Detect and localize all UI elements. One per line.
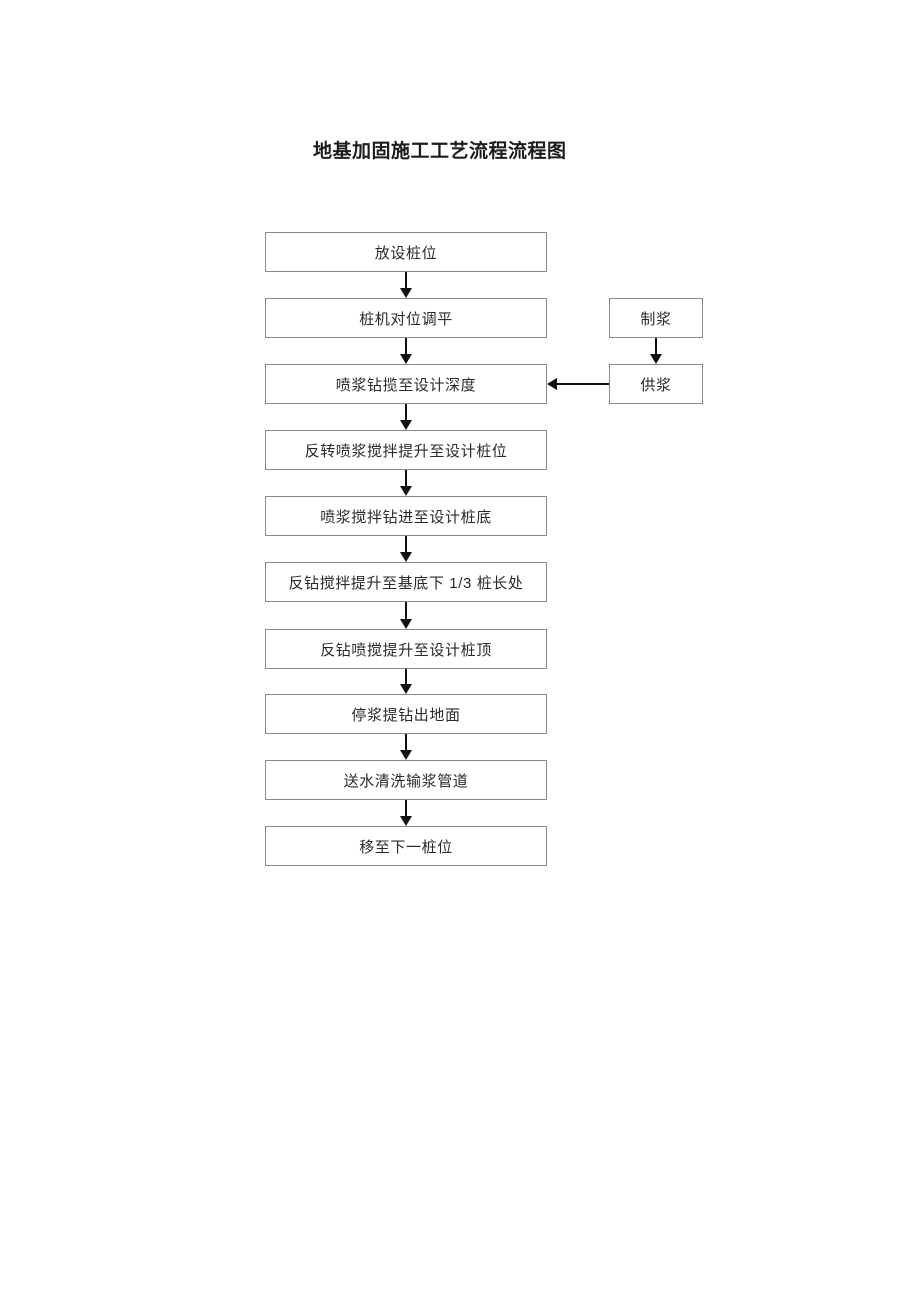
side-node-2[interactable]: 供浆 — [609, 364, 703, 404]
arrowhead-8-9-icon — [400, 750, 412, 760]
flow-node-6[interactable]: 反钻搅拌提升至基底下 1/3 桩长处 — [265, 562, 547, 602]
flow-node-8[interactable]: 停浆提钻出地面 — [265, 694, 547, 734]
arrowhead-9-10-icon — [400, 816, 412, 826]
flow-node-5[interactable]: 喷浆搅拌钻进至设计桩底 — [265, 496, 547, 536]
arrowhead-7-8-icon — [400, 684, 412, 694]
page-title: 地基加固施工工艺流程流程图 — [313, 141, 567, 162]
flow-node-1[interactable]: 放设桩位 — [265, 232, 547, 272]
arrowhead-4-5-icon — [400, 486, 412, 496]
connector-9-10 — [405, 800, 407, 818]
arrowhead-5-6-icon — [400, 552, 412, 562]
arrowhead-6-7-icon — [400, 619, 412, 629]
flow-node-9[interactable]: 送水清洗输浆管道 — [265, 760, 547, 800]
arrowhead-3-4-icon — [400, 420, 412, 430]
arrowhead-supply-to-node3-icon — [547, 378, 557, 390]
arrowhead-2-3-icon — [400, 354, 412, 364]
flow-node-3[interactable]: 喷浆钻揽至设计深度 — [265, 364, 547, 404]
flow-node-10[interactable]: 移至下一桩位 — [265, 826, 547, 866]
arrowhead-1-2-icon — [400, 288, 412, 298]
connector-side-1-2 — [655, 338, 657, 356]
connector-supply-to-node3 — [556, 383, 609, 385]
flow-node-4[interactable]: 反转喷浆搅拌提升至设计桩位 — [265, 430, 547, 470]
connector-5-6 — [405, 536, 407, 554]
side-node-1[interactable]: 制浆 — [609, 298, 703, 338]
connector-1-2 — [405, 272, 407, 290]
connector-3-4 — [405, 404, 407, 422]
connector-6-7 — [405, 602, 407, 621]
arrowhead-side-1-2-icon — [650, 354, 662, 364]
flow-node-2[interactable]: 桩机对位调平 — [265, 298, 547, 338]
connector-8-9 — [405, 734, 407, 752]
connector-4-5 — [405, 470, 407, 488]
connector-7-8 — [405, 669, 407, 686]
flow-node-7[interactable]: 反钻喷搅提升至设计桩顶 — [265, 629, 547, 669]
connector-2-3 — [405, 338, 407, 356]
